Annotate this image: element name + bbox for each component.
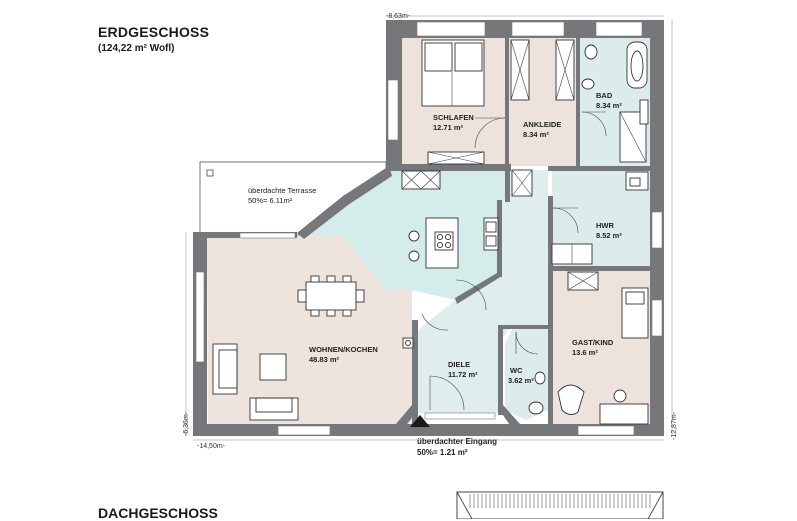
next-floor-title: DACHGESCHOSS — [98, 505, 218, 521]
dim-left: -6,36m- — [183, 411, 190, 436]
entrance-arrow — [410, 415, 430, 427]
room-area-schlafen: 12.71 m² — [433, 123, 464, 132]
bar-stool — [408, 230, 420, 242]
room-label-ankleide: ANKLEIDE — [523, 120, 561, 129]
floor-diele — [418, 170, 548, 413]
stove — [402, 337, 414, 349]
room-area-bad: 8.34 m² — [596, 101, 622, 110]
sideboard — [249, 397, 299, 421]
furniture — [206, 39, 649, 427]
dim-bottom: -14,50m- — [197, 443, 226, 450]
sink-counter — [483, 217, 499, 251]
room-label-eingang: überdachter Eingang — [417, 437, 497, 446]
windows — [195, 21, 663, 436]
desk — [599, 403, 649, 425]
bar-stool — [408, 250, 420, 262]
wc-toilet — [534, 371, 546, 385]
room-label-wohnen: WOHNEN/KOCHEN — [309, 345, 378, 354]
room-area-diele: 11.72 m² — [448, 370, 478, 379]
coffee-table — [259, 353, 287, 381]
room-area-hwr: 8.52 m² — [596, 231, 622, 240]
bed — [421, 39, 485, 107]
sink — [581, 78, 595, 90]
room-area-terrasse: 50%= 6.11m² — [248, 196, 293, 205]
kitchen-cabinets — [401, 170, 441, 190]
room-label-terrasse: überdachte Terrasse — [248, 186, 316, 195]
desk-chair — [613, 389, 627, 403]
room-label-diele: DIELE — [448, 360, 470, 369]
roof-preview — [456, 491, 664, 519]
sofa — [212, 343, 238, 395]
labels: -8,63m- -14,50m- -6,36m- -12,87m- SCHLAF… — [183, 13, 678, 457]
roof-hatch — [469, 494, 651, 508]
room-label-bad: BAD — [596, 91, 613, 100]
room-area-gast: 13.6 m² — [572, 348, 598, 357]
dim-right: -12,87m- — [671, 411, 678, 440]
floor-area-subtitle: (124,22 m² Wofl) — [98, 43, 175, 54]
room-label-gast: GAST/KIND — [572, 338, 614, 347]
floor-wohnen — [207, 236, 412, 425]
room-area-wohnen: 48.83 m² — [309, 355, 340, 364]
wc-sink — [528, 401, 544, 415]
bathtub — [626, 41, 648, 89]
room-area-ankleide: 8.34 m² — [523, 130, 549, 139]
armchair — [557, 384, 585, 415]
room-area-wc: 3.62 m² — [508, 376, 534, 385]
dimension-lines — [185, 15, 673, 441]
floor-title: ERDGESCHOSS — [98, 24, 210, 40]
toilet — [584, 44, 598, 60]
room-label-wc: WC — [510, 366, 523, 375]
room-label-schlafen: SCHLAFEN — [433, 113, 474, 122]
dim-top: -8,63m- — [386, 13, 411, 20]
washer — [625, 171, 649, 191]
room-area-eingang: 50%= 1.21 m² — [417, 448, 468, 457]
room-label-hwr: HWR — [596, 221, 614, 230]
dining-table — [305, 281, 357, 311]
